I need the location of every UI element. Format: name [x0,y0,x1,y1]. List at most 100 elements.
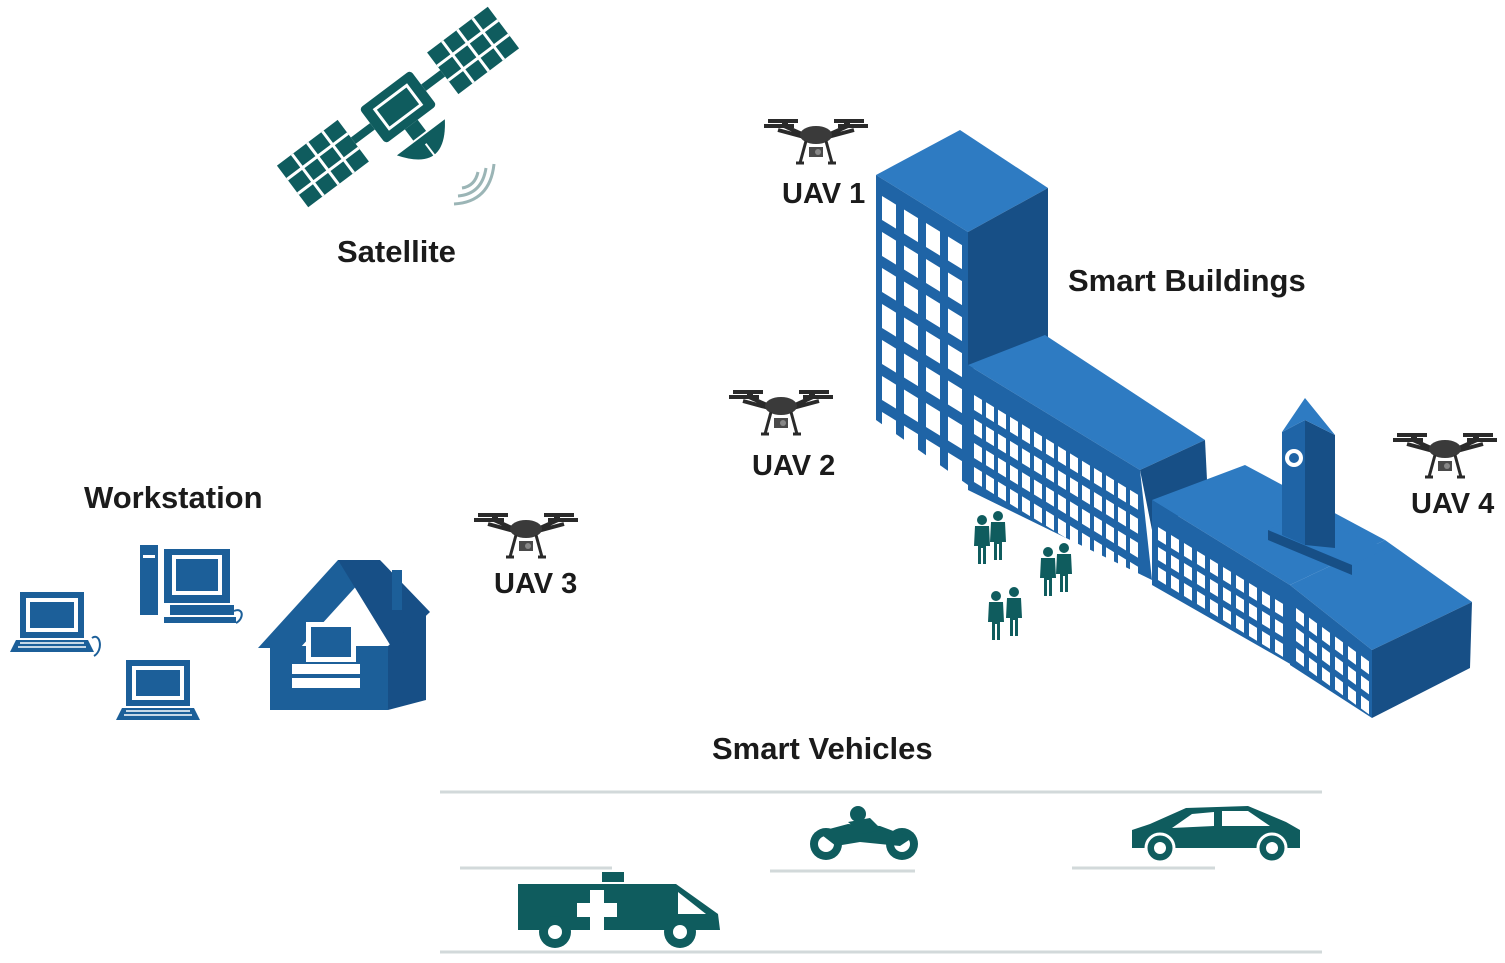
window [974,443,982,463]
window [1034,431,1042,452]
window [1010,416,1018,437]
uav3-label: UAV 3 [494,568,578,600]
window [904,317,918,351]
window [986,474,994,495]
satellite-icon [276,6,520,208]
window [986,426,994,447]
workstation-group [9,544,430,721]
window [1118,554,1126,575]
window [1130,513,1138,534]
window [1335,656,1343,676]
window [904,353,918,387]
window [882,412,896,445]
person-icon [1006,587,1022,636]
window [1158,567,1166,585]
window [1010,440,1018,461]
window [1070,525,1078,546]
window [1022,448,1030,469]
window [1058,470,1066,490]
window [1082,508,1090,529]
window [1296,648,1304,667]
window [974,467,982,487]
person-icon [988,591,1004,640]
window [1275,619,1283,637]
window [1118,506,1126,527]
window [1236,615,1244,633]
window [974,395,982,415]
motorcycle-icon [810,806,918,860]
window [1046,486,1054,507]
window [1022,472,1030,493]
window [948,380,962,414]
window [974,419,982,439]
window [1249,623,1257,641]
window [882,340,896,373]
window [1010,488,1018,509]
window [1171,535,1179,553]
window [1034,455,1042,476]
window [926,295,940,328]
window [1171,575,1179,593]
window [926,403,940,436]
window [1348,646,1356,665]
window [1106,547,1114,568]
laptop-icon [115,659,201,721]
uav1-label: UAV 1 [782,178,866,210]
smart-vehicles-label: Smart Vehicles [712,731,933,766]
window [926,439,940,472]
window [904,389,918,423]
window [882,196,896,229]
window [1094,492,1102,512]
window [1223,587,1231,605]
window [1197,551,1205,569]
window [998,481,1006,502]
window [948,308,962,342]
house-icon [258,560,430,710]
window [1034,503,1042,524]
window [1296,608,1304,627]
window [1322,647,1330,666]
window [1022,424,1030,445]
window [1335,636,1343,656]
window [1058,494,1066,514]
window [926,259,940,292]
window [1184,543,1192,561]
window [1082,484,1090,505]
window [1070,453,1078,474]
window [1210,559,1218,577]
window [1210,599,1218,617]
window [1106,523,1114,544]
window [1158,547,1166,565]
ambulance-icon [518,872,720,948]
window [1361,675,1369,695]
roads [440,790,1322,954]
window [1158,527,1166,545]
window [1335,676,1343,696]
window [1094,468,1102,488]
window [948,416,962,450]
window [1361,655,1369,675]
window [1022,496,1030,517]
window [1262,591,1270,609]
window [882,232,896,265]
window [986,402,994,423]
window [1197,591,1205,609]
window [1309,657,1317,677]
window [1348,686,1356,705]
window [1130,561,1138,582]
uav2-drone-icon [727,388,835,436]
window [1106,475,1114,496]
window [926,367,940,400]
uav4-label: UAV 4 [1411,488,1495,520]
window [1046,510,1054,531]
window [948,272,962,306]
window [1094,516,1102,536]
uav1-drone-icon [762,117,870,165]
window [904,281,918,315]
uav2-label: UAV 2 [752,450,836,482]
window [1070,477,1078,498]
window [1046,438,1054,459]
window [1046,462,1054,483]
window [1082,460,1090,481]
window [1184,583,1192,601]
